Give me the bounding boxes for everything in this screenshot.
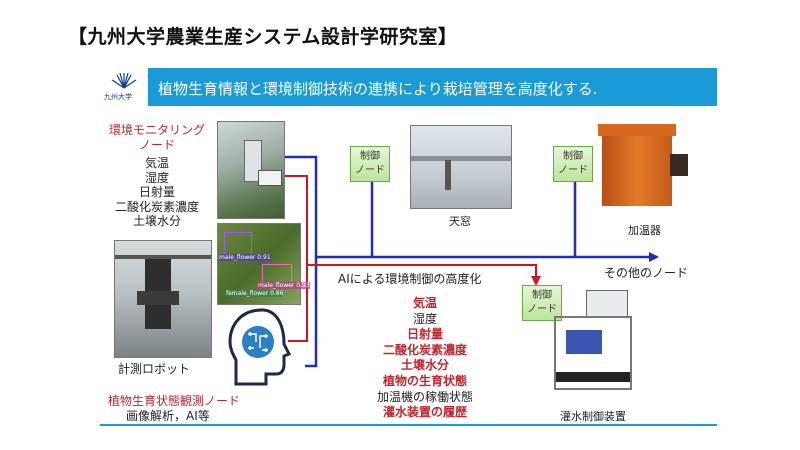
list-item: 加温機の稼働状態 — [376, 389, 473, 404]
heater-burner — [670, 154, 688, 176]
red-feed-line — [307, 264, 541, 286]
sensor-box — [244, 140, 262, 182]
ai-items-list: 気温 湿度 日射量 二酸化炭素濃度 土壌水分 植物の生育状態 加温機の稼働状態 … — [363, 296, 487, 421]
logo-emblem-icon — [111, 72, 137, 89]
robot-arm — [137, 291, 179, 305]
irrigation-caption: 灌水制御装置 — [560, 410, 626, 423]
skylight-actuator — [445, 160, 451, 190]
other-nodes-label: その他のノード — [604, 266, 689, 280]
rail — [115, 255, 211, 259]
list-item: 日射量 — [406, 327, 443, 342]
ai-head-icon — [228, 308, 292, 386]
ai-detection-photo: male_flower 0.91 male_flower 0.93 female… — [217, 223, 310, 305]
detection-label: male_flower 0.93 — [258, 282, 310, 289]
detection-label: female_flower 0.86 — [226, 290, 284, 297]
irrigation-photo — [548, 290, 638, 400]
pump-unit — [566, 330, 602, 354]
env-node-items: 気温 湿度 日射量 二酸化炭素濃度 土壌水分 — [102, 156, 212, 229]
robot-photo — [114, 240, 212, 358]
detection-label: male_flower 0.91 — [219, 254, 271, 261]
page-title: 【九州大学農業生産システム設計学研究室】 — [68, 26, 458, 48]
plant-node-subtitle: 画像解析，AI等 — [126, 409, 210, 423]
heater-top — [598, 124, 676, 136]
red-env-line — [285, 175, 308, 342]
window-caption: 天窓 — [449, 215, 471, 228]
plant-node-title: 植物生育状態観測ノード — [108, 394, 241, 408]
list-item: 土壌水分 — [132, 214, 181, 229]
sensor-node-photo — [217, 121, 285, 219]
heater-photo — [598, 124, 694, 216]
sensor-housing — [258, 170, 282, 186]
list-item: 日射量 — [138, 185, 175, 200]
content-frame — [100, 106, 717, 426]
control-panel — [586, 290, 628, 318]
list-item: 湿度 — [412, 311, 437, 326]
ai-control-label: AIによる環境制御の高度化 — [338, 272, 482, 286]
heater-caption: 加温器 — [628, 224, 661, 237]
list-item: 灌水装置の履歴 — [382, 405, 467, 420]
heater-body — [602, 132, 672, 206]
skylight-beam — [411, 156, 511, 161]
blue-main-line — [285, 155, 318, 368]
header-statement: 植物生育情報と環境制御技術の連携により栽培管理を高度化する. — [158, 80, 598, 98]
control-node-window: 制御 ノード — [350, 146, 390, 182]
env-node-title: 環境モニタリング ノード — [108, 123, 205, 152]
robot-caption: 計測ロボット — [118, 362, 191, 376]
irrigation-frame — [554, 316, 632, 390]
list-item: 植物の生育状態 — [382, 373, 467, 388]
valve-row — [556, 372, 630, 382]
list-item: 二酸化炭素濃度 — [114, 199, 199, 214]
header-bar — [100, 68, 717, 106]
skylight-photo — [410, 125, 512, 209]
list-item: 気温 — [412, 296, 437, 310]
control-node-heater: 制御 ノード — [553, 146, 593, 182]
list-item: 湿度 — [144, 170, 169, 185]
list-item: 土壌水分 — [400, 358, 449, 373]
list-item: 気温 — [144, 156, 169, 170]
control-node-irrigation: 制御 ノード — [522, 285, 562, 321]
list-item: 二酸化炭素濃度 — [382, 342, 467, 357]
logo-text: 九州大学 — [104, 93, 132, 101]
